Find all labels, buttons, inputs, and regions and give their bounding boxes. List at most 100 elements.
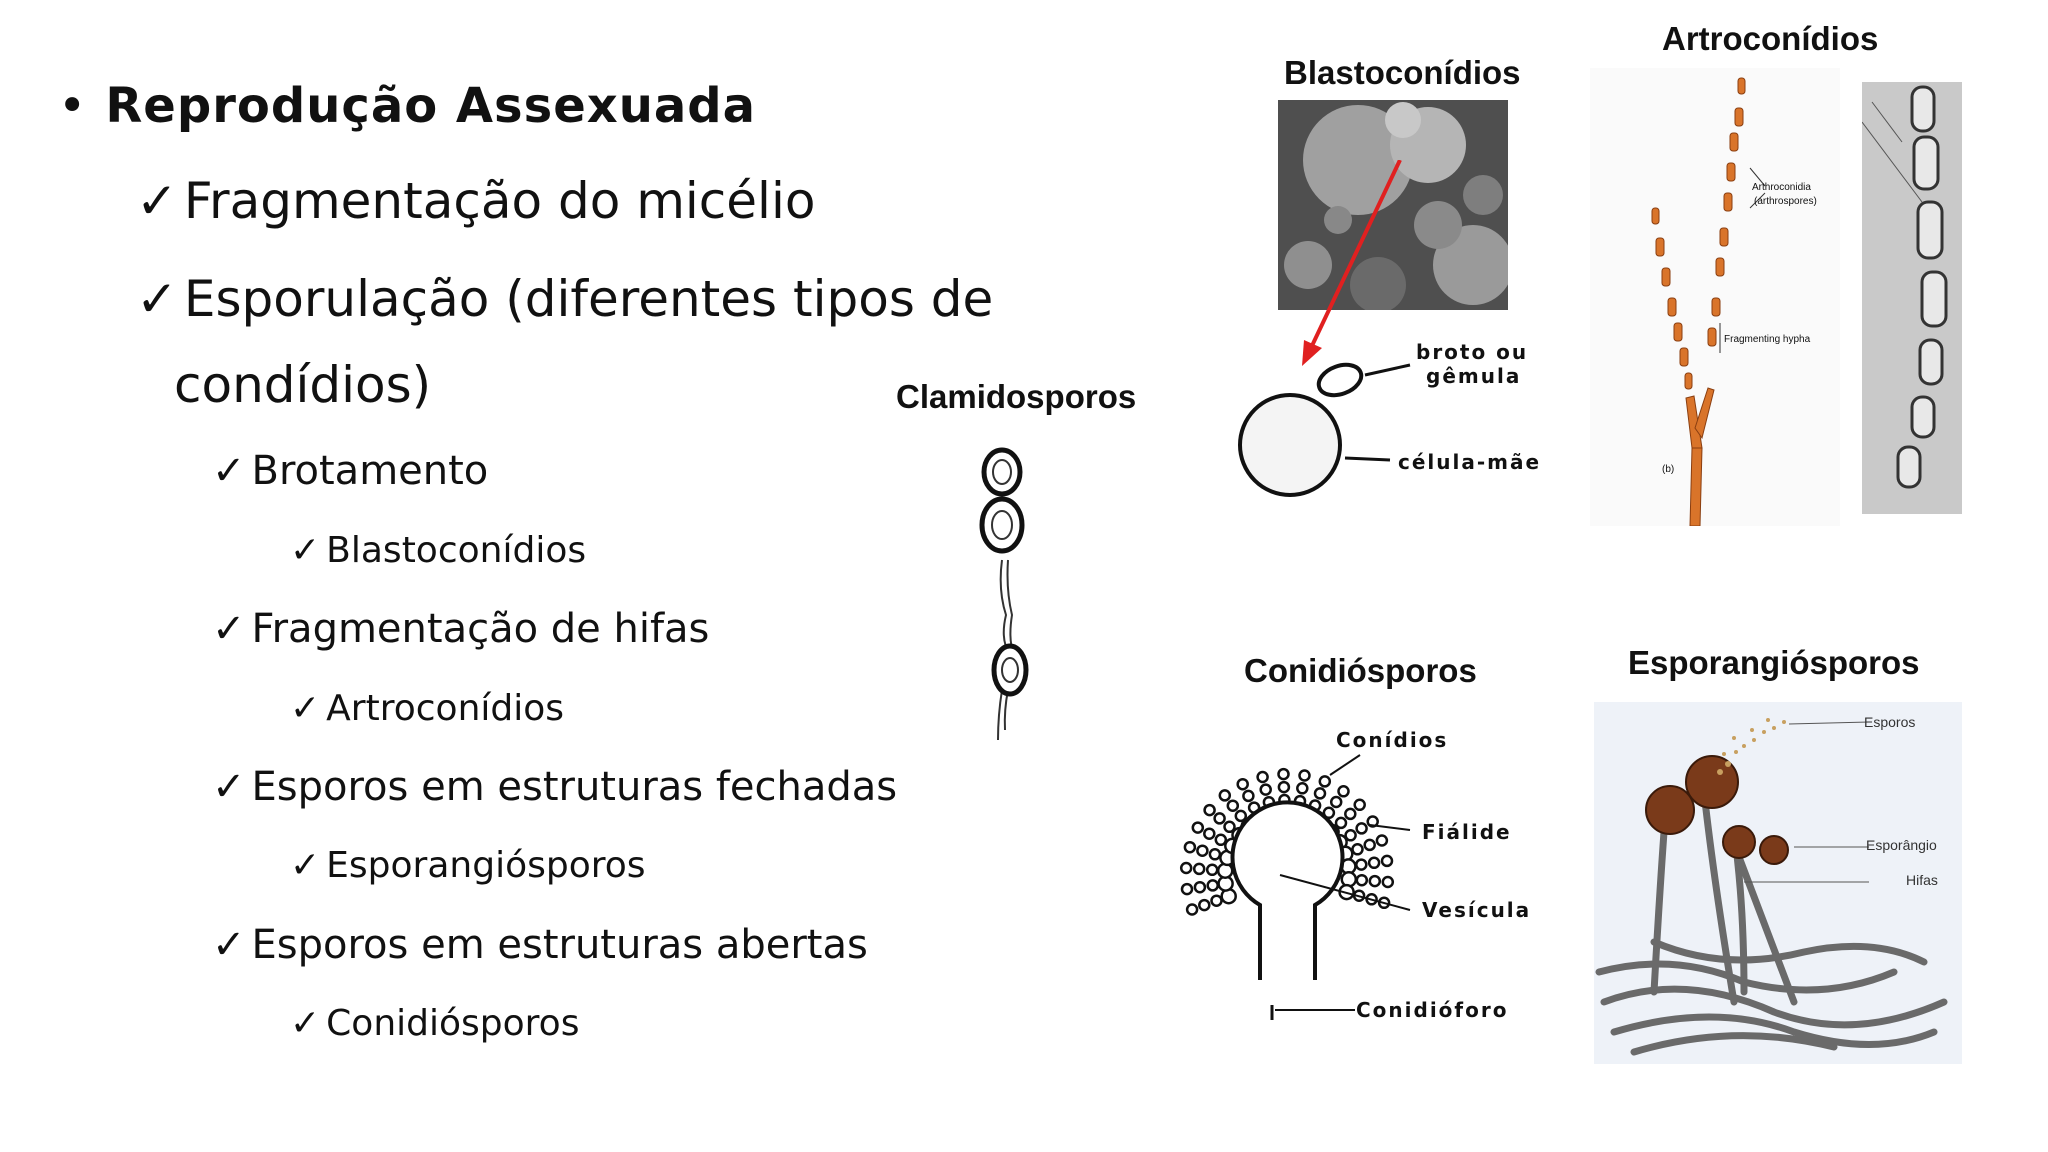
conidium [1344,807,1357,821]
conidium [1296,782,1309,795]
conidium [1226,799,1240,812]
conidium [1242,789,1255,803]
label-b: (b) [1662,464,1675,475]
conidium [1179,861,1193,875]
conidium [1381,875,1395,889]
item-esporos-fechadas: ✓Esporos em estruturas fechadas [212,764,898,810]
conidium [1210,894,1223,907]
label-fialide: Fiálide [1422,820,1512,844]
subitem-blastoconidios: ✓Blastoconídios [290,530,587,571]
conidium [1355,822,1368,835]
conidium [1318,775,1332,788]
check-icon: ✓ [136,270,178,328]
conidium [1185,903,1199,916]
label-gemula: gêmula [1426,364,1522,388]
conidium [1193,880,1207,894]
label-conidioforo: Conidióforo [1356,998,1509,1022]
clamidosporos-illustration [979,447,1029,740]
conidium [1366,815,1379,828]
conidium [1313,787,1327,800]
check-icon: ✓ [290,1003,321,1044]
artroconidios-micrograph [1862,82,1962,514]
item-fragmentacao-hifas: ✓Fragmentação de hifas [212,606,710,652]
label-conidios: Conídios [1336,728,1449,752]
conidium [1367,856,1381,870]
item-esporulacao: ✓Esporulação (diferentes tipos de [136,270,994,328]
check-icon: ✓ [212,448,246,494]
check-icon: ✓ [212,922,246,968]
conidium [1214,833,1228,847]
label-vesicula: Vesícula [1422,898,1532,922]
check-icon: ✓ [136,172,178,230]
conidium [1375,834,1389,847]
conidium [1192,862,1206,876]
slide-title: • Reprodução Assexuada [58,78,756,134]
blastoconidios-diagram [1238,160,1411,497]
artroconidios-diagram [1590,68,1840,526]
label-esporangio: Esporângio [1866,837,1937,853]
item-esporulacao-line2: condídios) [174,356,432,414]
conidium [1353,798,1366,812]
clamidosporos-title: Clamidosporos [896,378,1137,415]
conidiosporos-diagram [1179,754,1411,1020]
conidium [1355,873,1369,887]
conidium [1363,838,1376,852]
blastoconidios-micrograph [1278,100,1508,310]
conidium [1351,843,1364,856]
title-text: Reprodução Assexuada [105,78,757,134]
conidiosporos-title: Conidiósporos [1244,652,1477,689]
conidium [1334,816,1348,830]
subitem-esporangiosporos: ✓Esporangiósporos [290,845,646,886]
label-arthrospores: (arthrospores) [1754,196,1817,207]
conidium [1234,809,1248,823]
artroconidios-title: Artroconídios [1662,20,1879,57]
conidium [1203,803,1216,817]
conidium [1355,858,1368,871]
conidium [1368,874,1382,888]
conidium [1191,821,1205,834]
item-esporos-abertas: ✓Esporos em estruturas abertas [212,922,868,968]
subitem-artroconidios: ✓Artroconídios [290,688,565,729]
check-icon: ✓ [290,688,321,729]
label-hifas: Hifas [1906,872,1938,888]
label-broto: broto ou [1416,340,1529,364]
conidium [1236,777,1249,791]
conidium [1259,783,1272,796]
conidium [1218,789,1232,802]
conidium [1206,879,1219,892]
check-icon: ✓ [212,606,246,652]
conidium [1205,863,1219,877]
label-fragmenting-hypha: Fragmenting hypha [1724,334,1811,345]
conidium [1223,820,1236,834]
conidium [1183,840,1197,854]
label-esporos: Esporos [1864,714,1916,730]
conidium [1277,767,1290,781]
conidium [1198,898,1211,912]
item-brotamento: ✓Brotamento [212,448,489,494]
conidium [1208,848,1222,861]
conidium [1180,882,1194,896]
conidium [1322,806,1336,820]
conidium [1196,844,1209,857]
arrow-head-icon [1302,340,1322,366]
check-icon: ✓ [290,845,321,886]
blastoconidios-title: Blastoconídios [1284,54,1521,91]
conidium [1256,770,1269,784]
check-icon: ✓ [290,530,321,571]
label-arthroconidia: Arthroconidia [1752,182,1811,193]
conidium [1298,769,1311,782]
conidium [1277,780,1291,794]
esporangiosporos-diagram [1594,702,1962,1064]
subitem-conidiosporos: ✓Conidiósporos [290,1003,580,1044]
conidium [1203,827,1216,840]
label-celula-mae: célula-mãe [1398,450,1542,474]
conidium [1213,812,1226,825]
esporangiosporos-title: Esporangiósporos [1628,644,1920,681]
check-icon: ✓ [212,764,246,810]
bullet-icon: • [58,78,88,134]
conidium [1337,785,1350,798]
conidium [1380,854,1394,868]
conidium [1329,795,1343,809]
item-fragmentacao-micelio: ✓Fragmentação do micélio [136,172,816,230]
conidium [1344,829,1357,842]
